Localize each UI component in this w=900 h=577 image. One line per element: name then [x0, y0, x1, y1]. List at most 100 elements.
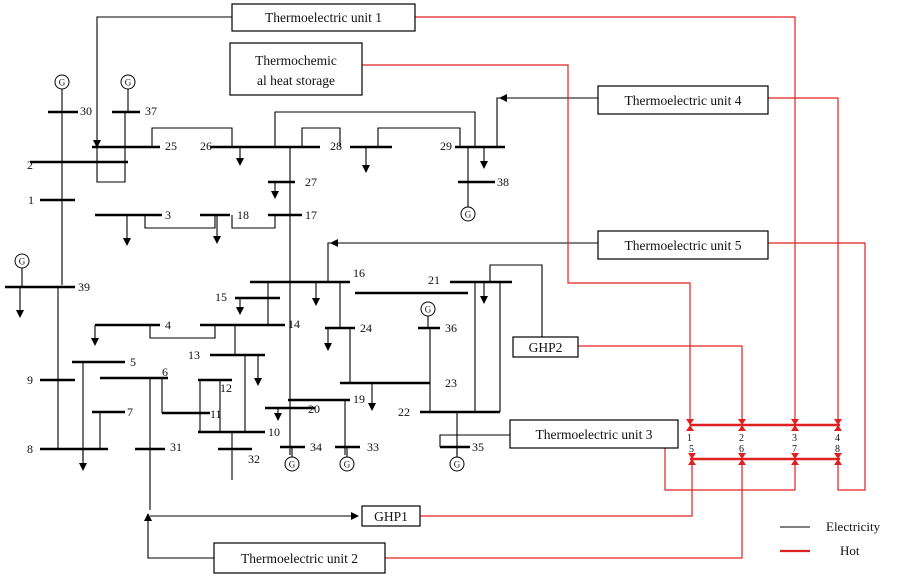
generator-30: G	[54, 74, 70, 90]
heat-node-label-1: 1	[687, 433, 692, 444]
bus-label-17: 17	[305, 208, 317, 222]
bus-label-16: 16	[353, 266, 365, 280]
generator-symbol: G	[425, 305, 432, 315]
unit-box-te1: Thermoelectric unit 1	[231, 3, 416, 32]
generator-symbol: G	[59, 78, 66, 88]
bus-label-29: 29	[440, 139, 452, 153]
te2-to-grid	[144, 513, 214, 559]
unit-label-te4: Thermoelectric unit 4	[625, 93, 742, 108]
bus-label-5: 5	[130, 355, 136, 369]
heat-node-label-8: 8	[835, 444, 840, 455]
hot-te1	[415, 16, 796, 425]
line-18-17	[231, 215, 276, 229]
unit-label-ghp2: GHP2	[529, 340, 563, 355]
generator-36: G	[420, 301, 436, 317]
line-3-18	[144, 215, 216, 229]
generator-symbol: G	[465, 210, 472, 220]
bus-label-14: 14	[288, 317, 300, 331]
generator-symbol: G	[289, 460, 296, 470]
bus-label-12: 12	[220, 381, 232, 395]
unit-box-te4: Thermoelectric unit 4	[597, 85, 769, 115]
hot-tcs	[362, 64, 691, 425]
legend-label-hot: Hot	[840, 543, 860, 558]
generator-39: G	[14, 253, 30, 269]
hot-ghp1	[420, 459, 693, 517]
bus-label-2: 2	[27, 158, 33, 172]
bus-label-6: 6	[162, 365, 168, 379]
bus-label-9: 9	[27, 373, 33, 387]
generator-34: G	[284, 456, 300, 472]
bus-label-25: 25	[165, 139, 177, 153]
unit-label-te3: Thermoelectric unit 3	[536, 427, 653, 442]
bus-label-28: 28	[330, 139, 342, 153]
te4-to-grid	[496, 97, 598, 147]
bus-label-30: 30	[80, 104, 92, 118]
unit-box-te3: Thermoelectric unit 3	[509, 419, 679, 449]
heat-node-label-2: 2	[739, 433, 744, 444]
heat-node-label-3: 3	[792, 433, 797, 444]
unit-label-tcs-line2: al heat storage	[257, 73, 335, 88]
unit-label-ghp1: GHP1	[374, 509, 408, 524]
hot-te5	[768, 242, 866, 491]
line-28-29b	[377, 127, 461, 147]
hot-te2	[385, 459, 743, 559]
line-37-25	[96, 112, 126, 183]
generator-symbol: G	[344, 460, 351, 470]
bus-label-26: 26	[200, 139, 212, 153]
bus-label-8: 8	[27, 442, 33, 456]
bus-label-33: 33	[367, 440, 379, 454]
bus-label-3: 3	[165, 208, 171, 222]
hot-te4	[768, 97, 839, 425]
bus-label-13: 13	[188, 348, 200, 362]
unit-box-te5: Thermoelectric unit 5	[597, 230, 769, 260]
unit-box-tcs: Thermochemic al heat storage	[229, 42, 363, 96]
bus-label-31: 31	[170, 440, 182, 454]
hot-ghp2	[578, 345, 743, 425]
heat-node-markers	[686, 419, 842, 465]
bus-label-32: 32	[248, 452, 260, 466]
legend: Electricity Hot	[780, 519, 881, 558]
unit-label-te2: Thermoelectric unit 2	[241, 551, 358, 566]
heat-network: 1 2 3 4 5 6 7 8	[362, 16, 866, 559]
generator-37: G	[120, 74, 136, 90]
te5-to-grid	[327, 242, 598, 282]
te1-to-grid	[93, 16, 232, 148]
unit-label-te5: Thermoelectric unit 5	[625, 238, 742, 253]
heat-node-label-6: 6	[739, 444, 744, 455]
bus-label-35: 35	[472, 440, 484, 454]
bus-label-1: 1	[28, 193, 34, 207]
legend-label-electricity: Electricity	[826, 519, 881, 534]
bus-label-20: 20	[308, 402, 320, 416]
generator-symbol: G	[454, 460, 461, 470]
line-4-14	[149, 325, 216, 339]
generator-33: G	[339, 456, 355, 472]
unit-label-tcs-line1: Thermochemic	[255, 53, 337, 68]
bus-label-21: 21	[428, 273, 440, 287]
unit-box-te2: Thermoelectric unit 2	[213, 542, 386, 574]
line-26-29	[274, 111, 476, 147]
bus-label-34: 34	[310, 440, 322, 454]
bus-label-11: 11	[210, 407, 222, 421]
heat-node-label-7: 7	[792, 444, 797, 455]
unit-box-ghp1: GHP1	[361, 505, 421, 527]
line-28-29	[301, 127, 341, 147]
bus-label-23: 23	[445, 376, 457, 390]
line-25-26	[151, 127, 233, 147]
generator-symbol: G	[19, 257, 26, 267]
bus-label-38: 38	[497, 175, 509, 189]
unit-label-te1: Thermoelectric unit 1	[265, 10, 382, 25]
heat-node-label-5: 5	[689, 444, 694, 455]
bus-label-7: 7	[127, 405, 133, 419]
line-21-ghp2	[489, 264, 543, 338]
bus-label-22: 22	[398, 405, 410, 419]
hot-te3	[664, 435, 796, 491]
generator-35: G	[449, 456, 465, 472]
bus-label-27: 27	[305, 175, 317, 189]
bus-label-18: 18	[237, 208, 249, 222]
bus-label-37: 37	[145, 104, 157, 118]
te3-to-grid	[439, 434, 510, 447]
bus-label-19: 19	[353, 392, 365, 406]
unit-box-ghp2: GHP2	[512, 336, 579, 358]
bus-label-4: 4	[165, 318, 171, 332]
